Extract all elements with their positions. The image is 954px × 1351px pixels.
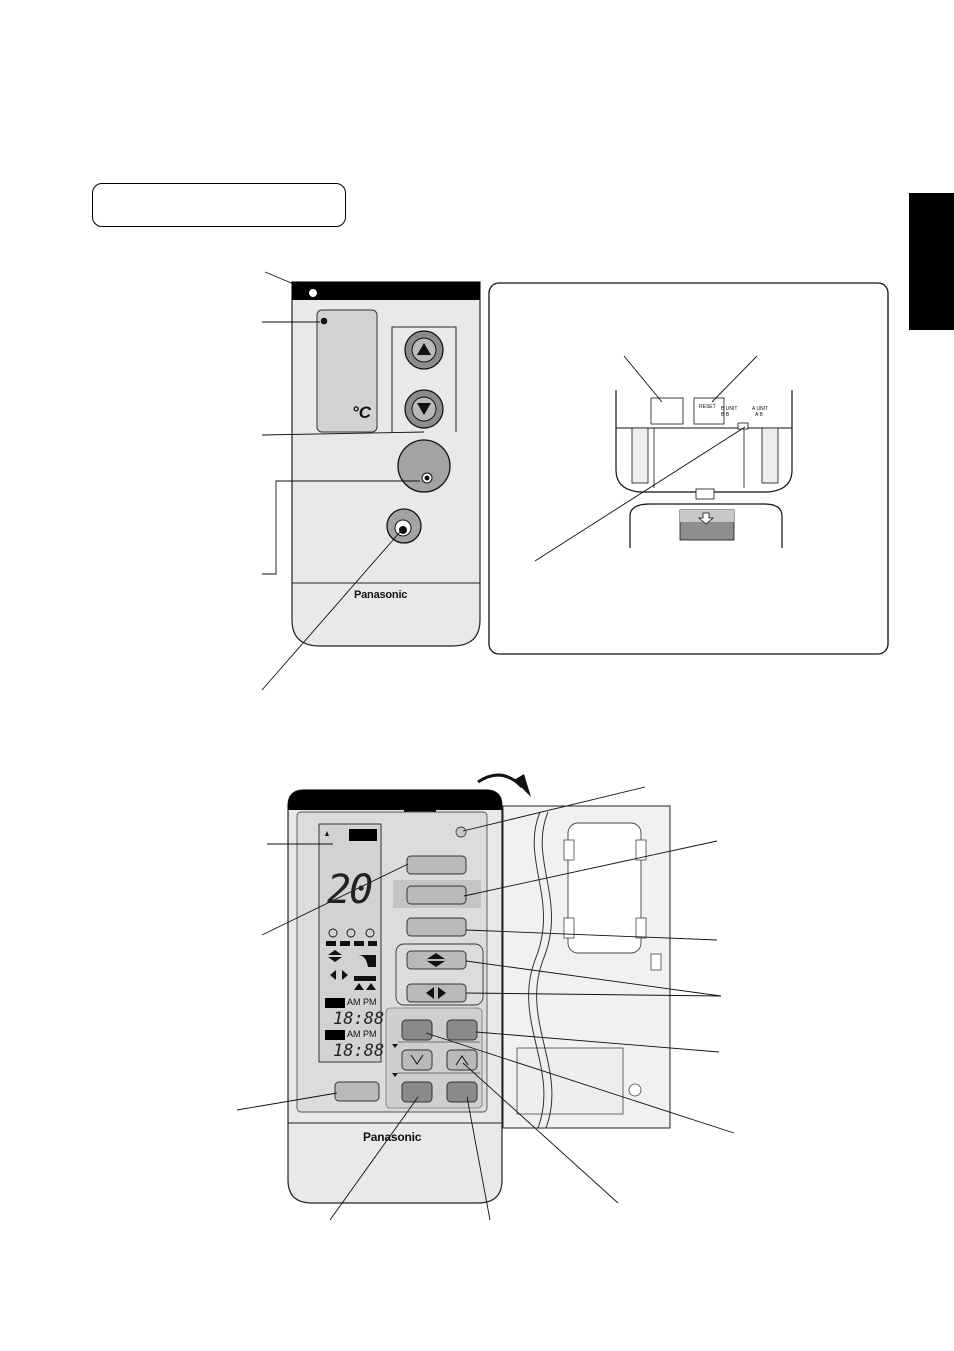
swing-updown-icon bbox=[427, 953, 445, 967]
timer2-time: 18:88 bbox=[333, 1041, 385, 1061]
timer-off-button[interactable] bbox=[446, 1019, 478, 1041]
temp-unit-label: °C bbox=[352, 403, 372, 422]
timer1-time: 18:88 bbox=[333, 1009, 385, 1029]
chevron-up-icon bbox=[455, 1055, 469, 1066]
main-button[interactable] bbox=[397, 439, 451, 493]
up-arrow-icon bbox=[417, 343, 431, 355]
swing-leftright-icon bbox=[426, 987, 446, 999]
time-down-button[interactable] bbox=[401, 1049, 433, 1071]
receiver-sensor bbox=[455, 826, 467, 838]
swing-leftright-button[interactable] bbox=[406, 983, 467, 1003]
b-unit-sub-label: B B bbox=[721, 412, 730, 418]
unit-switch[interactable] bbox=[737, 422, 749, 430]
timer2-ampm: AM PM bbox=[347, 1029, 377, 1039]
chevron-down-icon bbox=[410, 1054, 424, 1065]
timer-on-button[interactable] bbox=[401, 1019, 433, 1041]
timer-set-button[interactable] bbox=[401, 1081, 433, 1103]
time-up-button[interactable] bbox=[446, 1049, 478, 1071]
reset-label: RESET bbox=[699, 404, 716, 410]
button-top[interactable] bbox=[406, 855, 467, 875]
swing-updown-icon bbox=[328, 950, 342, 962]
section-tab bbox=[909, 193, 954, 330]
transmitter-led bbox=[308, 288, 318, 298]
remote-header bbox=[288, 790, 502, 810]
a-unit-sub-label: A B bbox=[755, 412, 763, 418]
switch-box-left bbox=[650, 397, 684, 425]
a-unit-label: A UNIT bbox=[752, 406, 769, 412]
fan-icon bbox=[328, 928, 375, 938]
temp-up-button[interactable] bbox=[404, 330, 444, 370]
check-button[interactable] bbox=[334, 1081, 380, 1102]
brand-logo: Panasonic bbox=[363, 1130, 422, 1144]
down-arrow-icon bbox=[417, 403, 431, 415]
heading-box bbox=[92, 183, 346, 227]
down-arrow-icon bbox=[697, 512, 715, 525]
timer-cancel-button[interactable] bbox=[446, 1081, 478, 1103]
swing-updown-button[interactable] bbox=[406, 950, 467, 970]
brand-logo: Panasonic bbox=[354, 589, 408, 601]
small-button[interactable] bbox=[386, 508, 422, 544]
reset-switch[interactable] bbox=[693, 397, 725, 425]
battery-inset bbox=[488, 282, 889, 655]
bottom-remote bbox=[236, 773, 735, 1221]
temp-display bbox=[316, 309, 378, 433]
top-remote bbox=[261, 271, 481, 691]
button-third[interactable] bbox=[406, 917, 467, 937]
timer1-ampm: AM PM bbox=[347, 997, 377, 1007]
swing-leftright-icon bbox=[330, 970, 348, 980]
lcd-temperature: 20 bbox=[327, 867, 373, 913]
temp-down-button[interactable] bbox=[404, 389, 444, 429]
b-unit-label: B UNIT bbox=[721, 406, 738, 412]
button-second[interactable] bbox=[406, 885, 467, 905]
remote-header bbox=[292, 282, 480, 300]
